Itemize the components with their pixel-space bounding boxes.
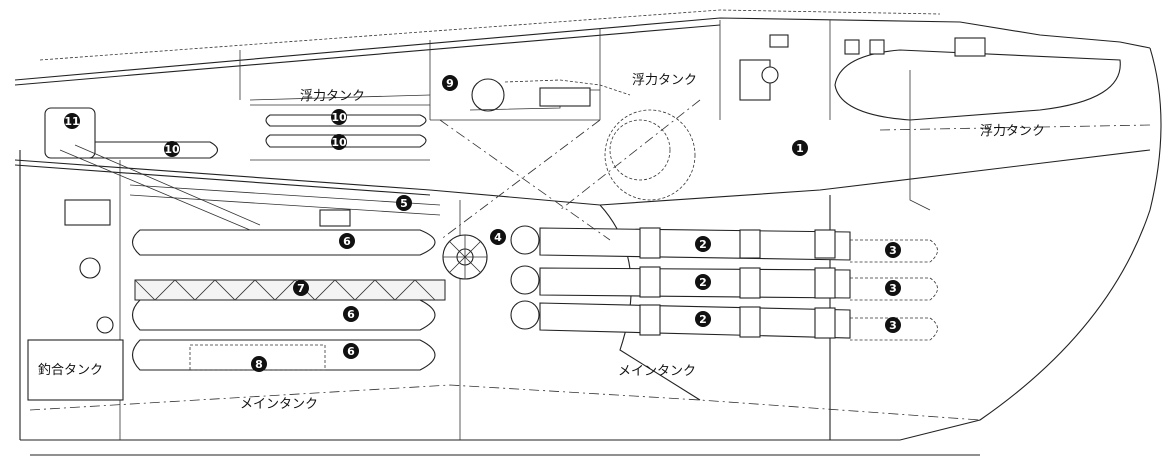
marker-3: 3: [885, 280, 901, 296]
torpedo-tube: [510, 225, 938, 263]
svg-text:10: 10: [331, 111, 347, 124]
marker-7: 7: [293, 280, 309, 296]
marker-10: 10: [331, 134, 347, 150]
label-buoyancy-tank-bow: 浮力タンク: [980, 124, 1045, 139]
superstructure: [239, 20, 1121, 211]
svg-text:1: 1: [796, 142, 804, 155]
marker-10: 10: [331, 109, 347, 125]
marker-5: 5: [396, 195, 412, 211]
svg-text:2: 2: [699, 313, 707, 326]
label-buoyancy-tank-mid: 浮力タンク: [300, 89, 365, 104]
svg-text:7: 7: [297, 282, 305, 295]
label-main-tank-keel: メインタンク: [240, 397, 318, 412]
label-buoyancy-tank-upper: 浮力タンク: [632, 73, 697, 88]
label-trim-tank: 釣合タンク: [38, 362, 103, 378]
marker-11: 11: [64, 113, 80, 129]
svg-text:10: 10: [164, 143, 180, 156]
marker-2: 2: [695, 236, 711, 252]
marker-6: 6: [343, 306, 359, 322]
label-main-tank-bow: メインタンク: [618, 364, 696, 379]
marker-6: 6: [339, 233, 355, 249]
svg-text:6: 6: [343, 235, 351, 248]
torpedo-tube: [510, 300, 938, 341]
svg-text:2: 2: [699, 238, 707, 251]
marker-10: 10: [164, 141, 180, 157]
marker-2: 2: [695, 274, 711, 290]
svg-text:10: 10: [331, 136, 347, 149]
svg-text:6: 6: [347, 308, 355, 321]
tank-labels: 浮力タンク 浮力タンク 浮力タンク メインタンク メインタンク 釣合タンク: [33, 73, 1045, 412]
marker-9: 9: [442, 75, 458, 91]
svg-text:2: 2: [699, 276, 707, 289]
marker-8: 8: [251, 356, 267, 372]
marker-2: 2: [695, 311, 711, 327]
tank-boundaries: [29, 99, 1151, 421]
svg-text:11: 11: [64, 115, 79, 128]
marker-3: 3: [885, 242, 901, 258]
svg-text:8: 8: [255, 358, 263, 371]
marker-3: 3: [885, 317, 901, 333]
svg-text:3: 3: [889, 282, 897, 295]
marker-1: 1: [792, 140, 808, 156]
svg-text:6: 6: [347, 345, 355, 358]
torpedo-room: [27, 184, 488, 401]
svg-text:9: 9: [446, 77, 454, 90]
svg-text:4: 4: [494, 231, 502, 244]
torpedo-tubes: [510, 225, 938, 341]
reserve-torpedoes: [65, 104, 430, 161]
label-bg: [33, 360, 119, 378]
torpedo-tube: [510, 265, 938, 301]
svg-text:5: 5: [400, 197, 408, 210]
marker-4: 4: [490, 229, 506, 245]
svg-text:3: 3: [889, 319, 897, 332]
hull-outline: [14, 9, 1162, 456]
marker-6: 6: [343, 343, 359, 359]
svg-text:3: 3: [889, 244, 897, 257]
markers: 1 2 2 2 3 3 3 4 5 6 6 6 7 8 9 10 10 10 1…: [64, 75, 901, 372]
